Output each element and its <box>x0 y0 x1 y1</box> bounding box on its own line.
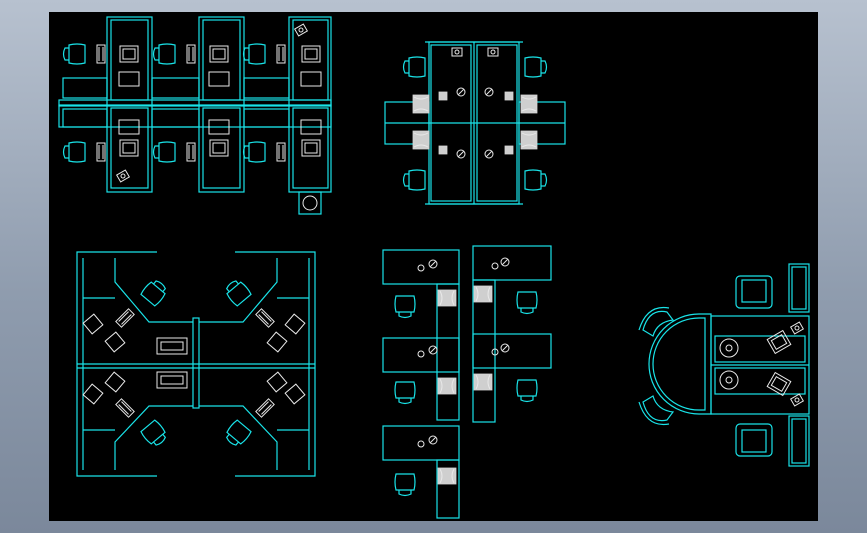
cad-drawing-canvas[interactable] <box>49 12 818 521</box>
linear-workstation-cluster <box>58 16 332 215</box>
l-shape-cluster-4-desks <box>76 251 316 477</box>
executive-desk-with-meeting-table <box>638 263 810 467</box>
cad-floor-plan <box>58 16 810 519</box>
staggered-row-5-desks <box>382 245 552 519</box>
cross-cluster-4-desks <box>384 41 566 205</box>
